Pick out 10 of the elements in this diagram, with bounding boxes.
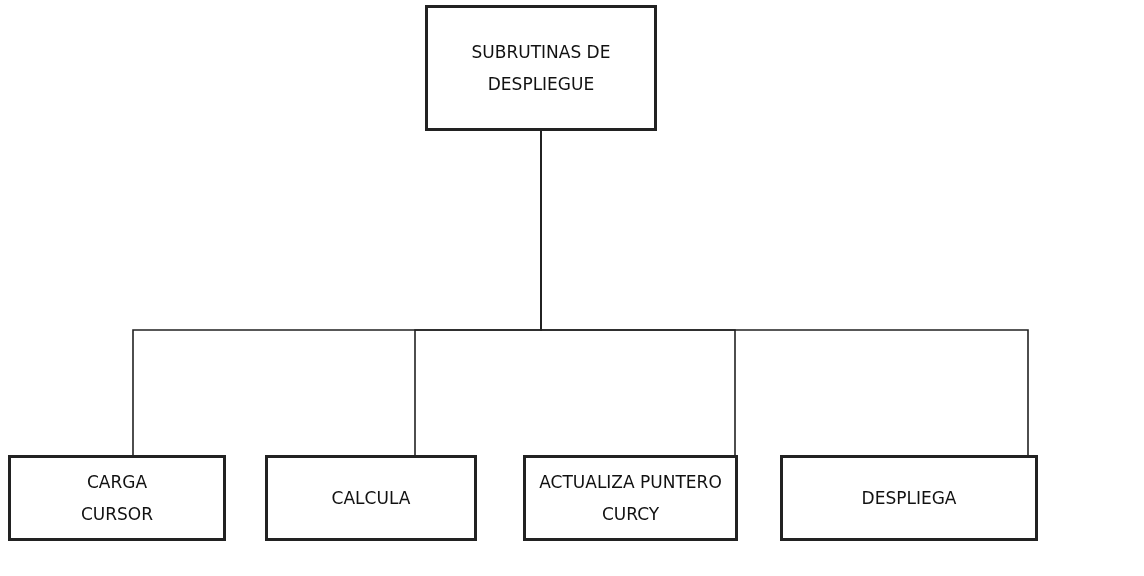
box-label: DESPLIEGA xyxy=(860,486,958,510)
process-box xyxy=(780,455,1038,541)
box-label: ACTUALIZA PUNTERO CURCY xyxy=(538,470,723,526)
process-box xyxy=(523,455,738,541)
process-box xyxy=(425,5,657,131)
box-label: SUBRUTINAS DE DESPLIEGUE xyxy=(470,40,612,96)
process-box xyxy=(8,455,226,541)
box-label: CARGA CURSOR xyxy=(79,470,155,526)
process-box xyxy=(265,455,477,541)
box-label: CALCULA xyxy=(330,486,412,510)
